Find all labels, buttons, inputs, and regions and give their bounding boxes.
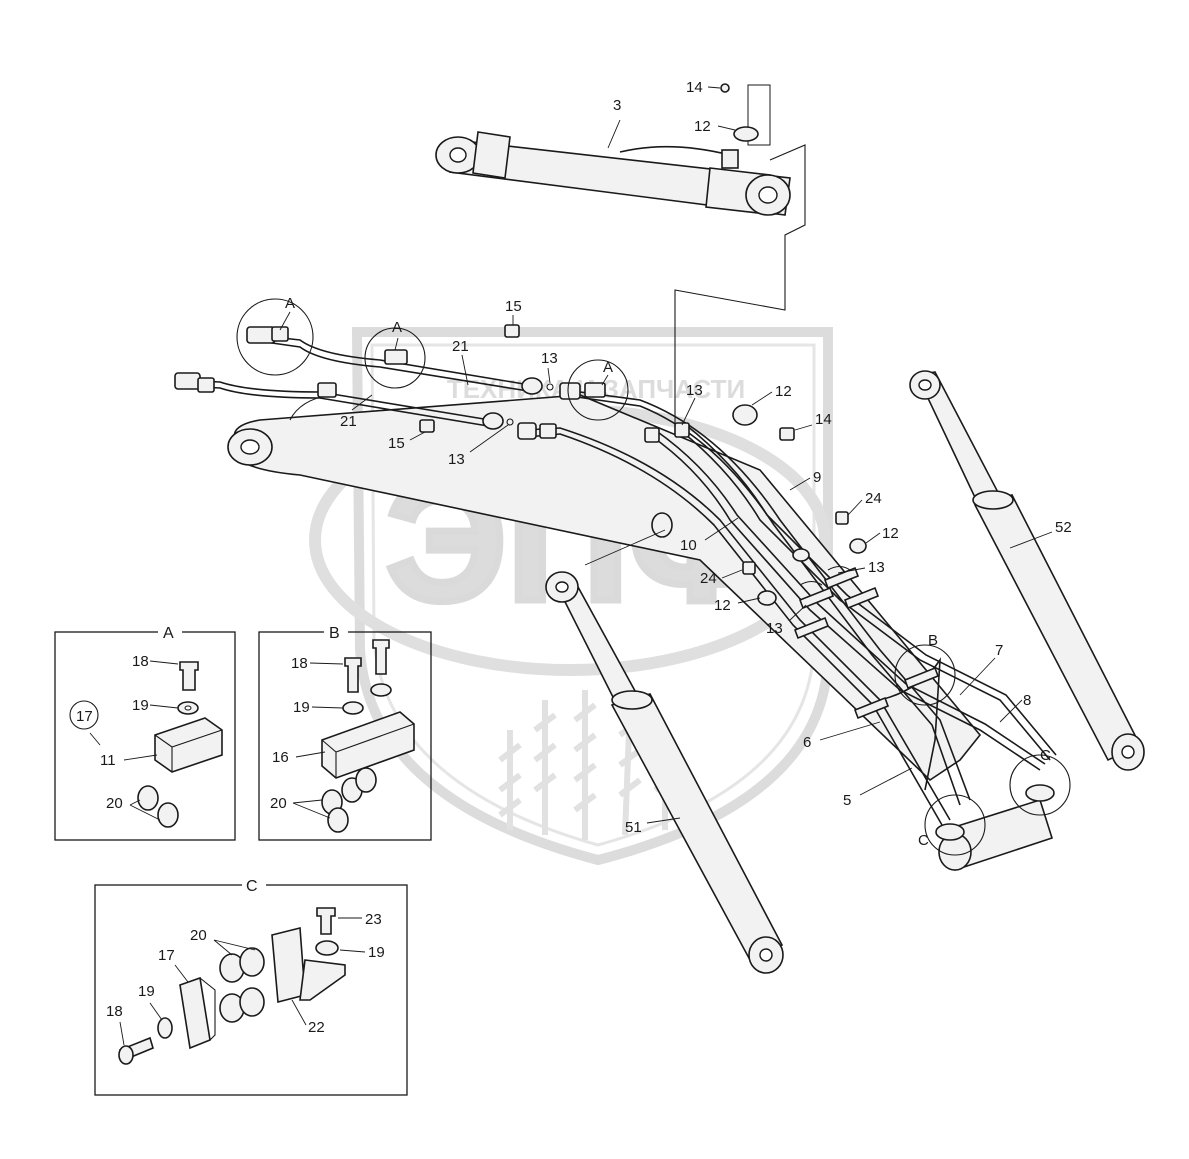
callout-10: 10	[680, 537, 697, 554]
callout-12: 12	[714, 597, 731, 614]
callout-5: 5	[843, 792, 851, 809]
callout-7: 7	[995, 642, 1003, 659]
hydraulic-cylinder-3	[435, 83, 806, 451]
watermark-wheat	[498, 690, 677, 840]
detail-a-callout-20: 20	[106, 795, 123, 812]
detail-a-callout-18: 18	[132, 653, 149, 670]
callout-24: 24	[865, 490, 882, 507]
callout-12: 12	[694, 118, 711, 135]
callout-14: 14	[815, 411, 832, 428]
detail-c-callout-19: 19	[138, 983, 155, 1000]
callout-3: 3	[613, 97, 621, 114]
callout-24: 24	[700, 570, 717, 587]
callout-12: 12	[882, 525, 899, 542]
callout-15: 15	[388, 435, 405, 452]
callout-52: 52	[1055, 519, 1072, 536]
detail-b-callout-18: 18	[291, 655, 308, 672]
hydraulic-cylinder-52	[909, 370, 1145, 771]
detail-b-callout-16: 16	[272, 749, 289, 766]
detail-a-callout-11: 11	[100, 752, 116, 769]
callout-21: 21	[452, 338, 469, 355]
callout-13: 13	[686, 382, 703, 399]
detail-b-title: B	[329, 625, 340, 642]
callout-14: 14	[686, 79, 703, 96]
detail-b-callout-19: 19	[293, 699, 310, 716]
callout-21: 21	[340, 413, 357, 430]
callout-15: 15	[505, 298, 522, 315]
callout-detail-c: C	[918, 832, 929, 849]
hydraulic-cylinder-51	[545, 571, 784, 974]
callout-8: 8	[1023, 692, 1031, 709]
callout-9: 9	[813, 469, 821, 486]
hydraulic-pipes-5-6-7-8-9-10	[517, 382, 1057, 841]
callout-12: 12	[775, 383, 792, 400]
detail-c-callout-23: 23	[365, 911, 382, 928]
hydraulic-pipes-21	[174, 324, 554, 433]
detail-c-callout-20: 20	[190, 927, 207, 944]
callout-detail-a: A	[392, 319, 402, 336]
main-callouts: 3 14 12 A A A 21 21 15 15 13 13 13 12 14…	[279, 79, 1072, 849]
detail-view-c: C 23 19 20 17 19 18 22	[94, 875, 408, 1096]
detail-b-callout-20: 20	[270, 795, 287, 812]
callout-detail-a: A	[285, 295, 295, 312]
callout-13: 13	[766, 620, 783, 637]
detail-view-b: B 18 19 16 20	[258, 622, 432, 841]
detail-c-callout-22: 22	[308, 1019, 325, 1036]
detail-a-callout-19: 19	[132, 697, 149, 714]
detail-c-callout-19: 19	[368, 944, 385, 961]
detail-c-callout-18: 18	[106, 1003, 123, 1020]
callout-51: 51	[625, 819, 642, 836]
callout-detail-a: A	[603, 359, 613, 376]
callout-detail-b: B	[928, 632, 938, 649]
detail-a-title: A	[163, 625, 174, 642]
boom	[227, 394, 1054, 872]
detail-a-callout-17: 17	[76, 708, 93, 725]
callout-13: 13	[541, 350, 558, 367]
callout-13: 13	[448, 451, 465, 468]
detail-c-callout-17: 17	[158, 947, 175, 964]
callout-detail-c: C	[1040, 747, 1051, 764]
detail-c-title: C	[246, 878, 258, 895]
detail-markers	[236, 298, 1071, 856]
callout-6: 6	[803, 734, 811, 751]
detail-view-a: A 18 19 17 11 20	[54, 622, 236, 841]
callout-13: 13	[868, 559, 885, 576]
